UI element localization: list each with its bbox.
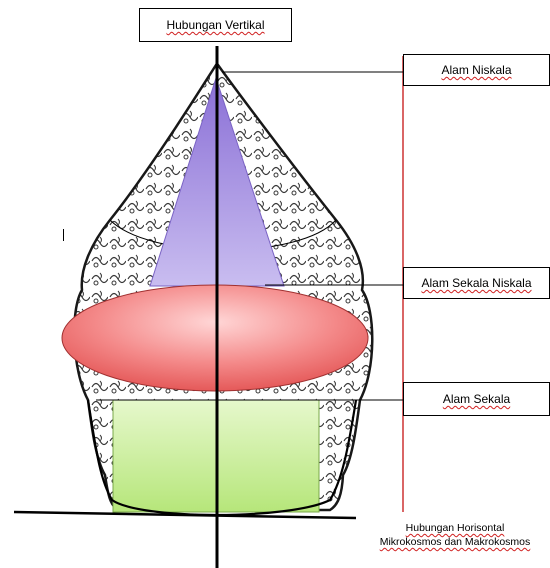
horizontal-label: Hubungan Horisontal Mikrokosmos dan Makr… <box>360 521 550 549</box>
level-label-sekala: Alam Sekala <box>403 382 550 416</box>
stray-mark <box>63 229 64 241</box>
sekala-niskala-ellipse <box>62 285 368 391</box>
horizontal-axis <box>14 512 356 518</box>
level-label-sekala-niskala: Alam Sekala Niskala <box>403 267 550 299</box>
level-label-niskala: Alam Niskala <box>403 54 550 86</box>
vertical-label: Hubungan Vertikal <box>139 8 292 42</box>
